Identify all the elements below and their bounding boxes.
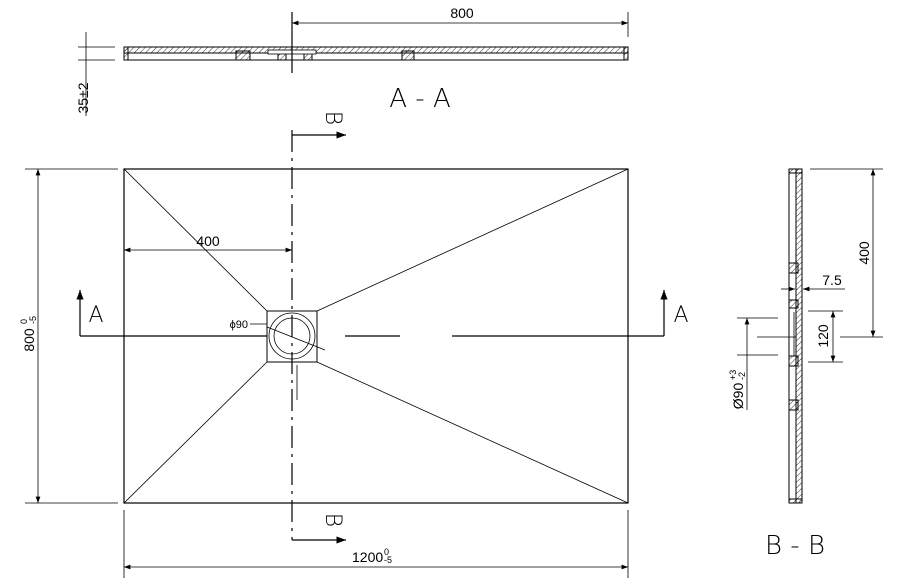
plan-view: ϕ90 A A B B 400 800 0 -5 1200 [19, 111, 689, 578]
plan-length-value: 1200 [352, 549, 383, 565]
plan-width-dim: 800 0 -5 [19, 316, 38, 352]
section-a-a-right-rim [623, 46, 629, 61]
section-a-a: 800 35±2 A - A [75, 5, 629, 116]
section-a-a-label: A - A [389, 84, 450, 114]
section-b-b-label: B - B [765, 531, 825, 561]
section-b-b-drain-wall [788, 355, 799, 367]
section-a-label-right: A [673, 303, 688, 328]
drain-diameter-leader [266, 326, 326, 351]
plan-width-tol-lower: -5 [28, 316, 38, 324]
section-a-a-rib-2 [401, 50, 415, 61]
plan-width-value: 800 [21, 328, 37, 352]
section-b-label-bottom: B [320, 513, 345, 527]
slope-line [316, 361, 629, 504]
section-b-b-rib [788, 399, 799, 411]
section-a-a-thickness-dim: 35±2 [75, 82, 91, 113]
section-b-b-drain-wall [788, 299, 799, 309]
plan-length-dim: 1200 0 -5 [352, 547, 392, 565]
hole-tol-lower: -2 [737, 372, 747, 380]
plan-length-tol-lower: -5 [384, 555, 392, 565]
hole-dim-value: Ø90 [730, 383, 746, 410]
hole-tol-upper: +3 [728, 370, 738, 380]
section-b-b-drain-box-dim: 120 [815, 324, 831, 348]
plan-width-tol-upper: 0 [19, 319, 29, 324]
section-b-b-depth-dim: 7.5 [822, 272, 842, 288]
section-a-a-top-hatch [123, 46, 629, 54]
section-b-b-top-rim [788, 168, 803, 174]
section-a-a-rib [235, 50, 251, 61]
slope-line [123, 168, 268, 312]
plan-length-tol-upper: 0 [384, 547, 389, 557]
drain-offset-dim: 400 [196, 233, 220, 249]
drain-diameter-label: ϕ90 [230, 319, 248, 331]
section-b-b-hole-dim: Ø90 +3 -2 [728, 370, 747, 410]
slope-line [316, 168, 629, 312]
slope-line [123, 361, 268, 504]
section-b-b-hatch [795, 168, 803, 504]
section-b-b-rib [788, 262, 799, 274]
section-b-b-bottom-rim [788, 498, 803, 504]
section-b-b-half-dim: 400 [856, 241, 872, 265]
section-a-label-left: A [88, 303, 103, 328]
section-b-b: 400 7.5 120 Ø90 +3 -2 B - B [728, 168, 883, 561]
section-a-a-width-dim: 800 [450, 5, 474, 21]
section-b-label-top: B [320, 111, 345, 125]
section-a-a-left-rim [123, 46, 129, 61]
